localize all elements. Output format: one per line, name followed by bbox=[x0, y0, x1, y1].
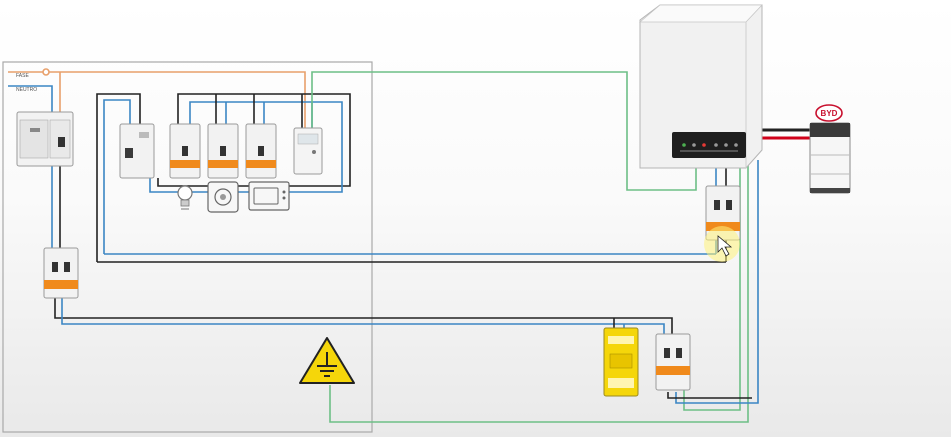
solar-line-breaker bbox=[43, 247, 79, 299]
light-bulb-icon bbox=[177, 185, 193, 210]
microwave-icon bbox=[248, 181, 290, 211]
green-wires bbox=[311, 71, 749, 423]
battery-cables bbox=[760, 128, 812, 140]
ground-warning-icon bbox=[299, 337, 355, 384]
phase-label: FASE bbox=[16, 73, 29, 79]
mouse-pointer-icon bbox=[717, 235, 733, 257]
surge-protector bbox=[603, 327, 639, 397]
protection-breaker bbox=[655, 333, 691, 391]
neutral-input-wire bbox=[8, 85, 53, 112]
main-feed-wires bbox=[51, 165, 673, 334]
phase-input-wire bbox=[8, 68, 306, 128]
circuit-breaker-1 bbox=[169, 123, 201, 179]
byd-logo: BYD bbox=[815, 104, 843, 122]
hybrid-inverter bbox=[638, 4, 763, 169]
differential-breaker bbox=[119, 123, 155, 179]
battery-brand: BYD bbox=[821, 109, 838, 118]
oven-icon bbox=[207, 181, 239, 213]
main-breaker bbox=[16, 111, 74, 167]
energy-meter bbox=[293, 127, 323, 175]
battery-pack bbox=[809, 122, 851, 194]
circuit-breaker-2 bbox=[207, 123, 239, 179]
circuit-breaker-3 bbox=[245, 123, 277, 179]
protection-wires bbox=[613, 160, 759, 404]
distribution-panel-enclosure bbox=[2, 61, 373, 433]
neutral-label: NEUTRO bbox=[16, 87, 37, 93]
